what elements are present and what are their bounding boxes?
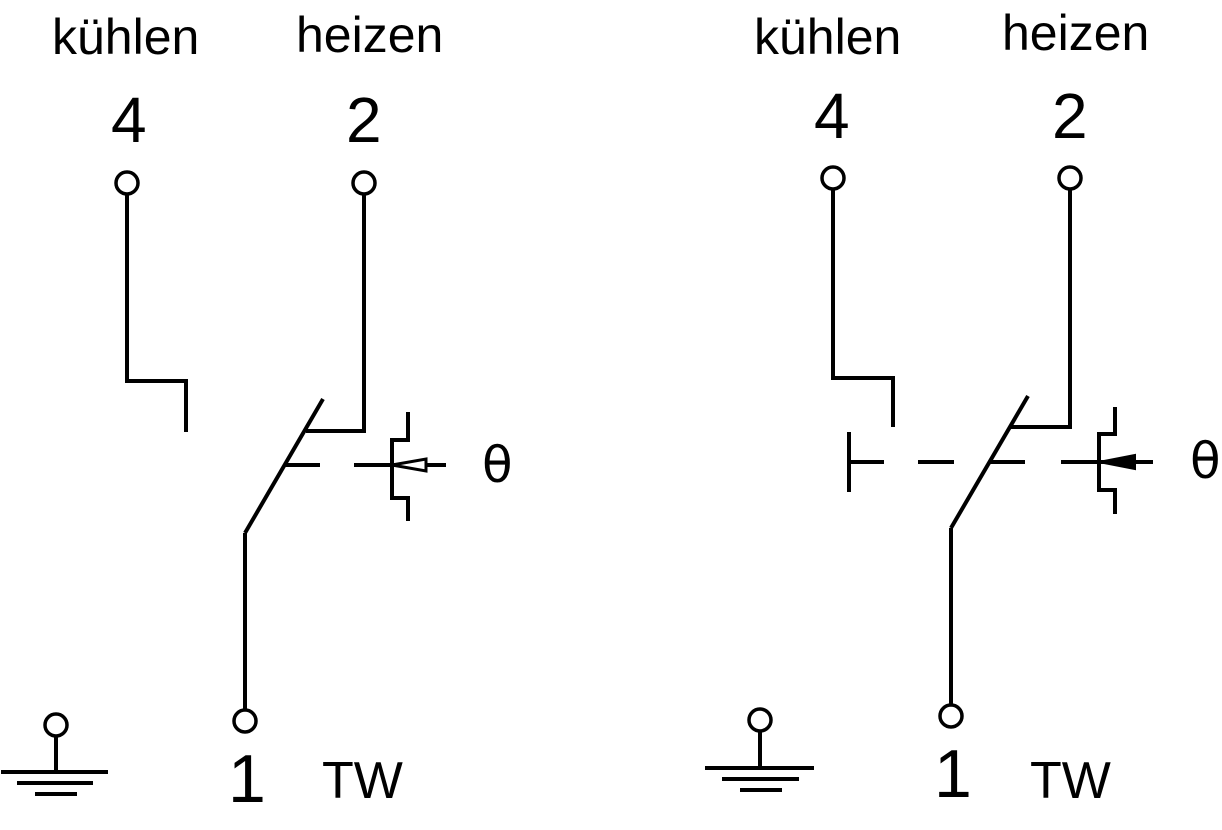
label-heat: heizen [296, 7, 444, 63]
ground-icon [705, 707, 814, 792]
terminal-number-heat: 2 [346, 84, 382, 156]
terminal-heat [1057, 165, 1083, 191]
label-cool: kühlen [754, 9, 902, 65]
device-label: TW [1030, 752, 1111, 810]
terminal-cool [114, 170, 140, 196]
terminal-cool [820, 165, 846, 191]
cool-wire [125, 194, 188, 432]
temperature-actuator [390, 412, 410, 521]
heat-wire [1010, 189, 1072, 429]
terminal-common [232, 708, 258, 734]
terminal-heat [351, 170, 377, 196]
cool-wire [831, 189, 895, 427]
terminal-number-heat: 2 [1052, 80, 1088, 152]
terminal-number-common: 1 [228, 741, 266, 817]
terminal-number-cool: 4 [111, 84, 147, 156]
temperature-symbol: θ [482, 436, 513, 494]
terminal-number-common: 1 [934, 736, 972, 812]
arrow-icon [391, 457, 428, 473]
schematic-left [1, 170, 446, 796]
label-heat: heizen [1002, 5, 1150, 61]
switch-blade [243, 397, 325, 535]
arrow-icon [1098, 453, 1136, 471]
schematic-right [705, 165, 1153, 792]
terminal-common [938, 703, 964, 729]
terminal-number-cool: 4 [814, 80, 850, 152]
ground-icon [1, 712, 108, 796]
temperature-symbol: θ [1190, 432, 1221, 490]
device-label: TW [322, 752, 403, 810]
switch-blade [949, 394, 1030, 530]
heat-wire [306, 194, 366, 433]
label-cool: kühlen [52, 9, 200, 65]
